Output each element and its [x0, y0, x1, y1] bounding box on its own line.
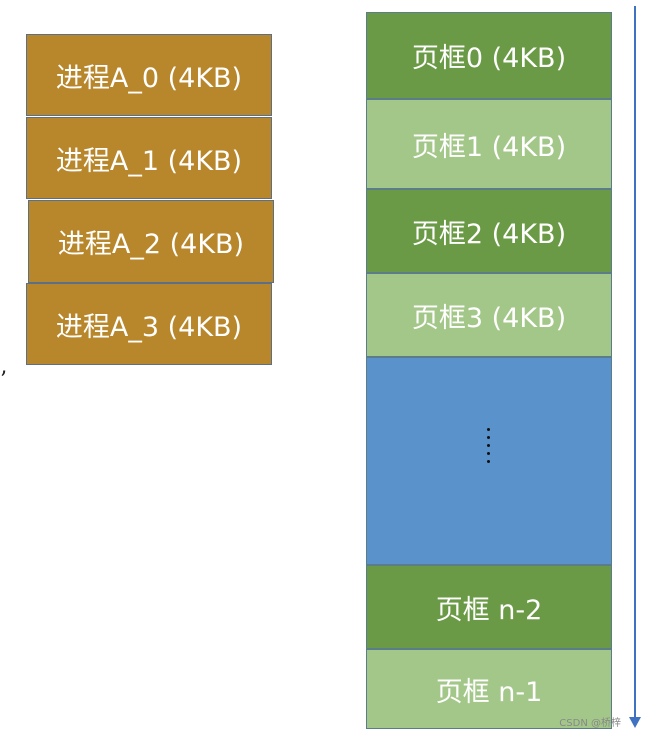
frame-n-1: 页框 n-1 [366, 649, 612, 729]
frame-label: 页框 n-2 [435, 594, 543, 626]
watermark: CSDN @桥梓 [559, 718, 621, 729]
frame-n-2: 页框 n-2 [366, 565, 612, 649]
vertical-ellipsis-icon [487, 428, 491, 468]
arrow-down-icon [629, 717, 641, 728]
process-page-label: 进程A_1 (4KB) [55, 145, 243, 177]
frame-2: 页框2 (4KB) [366, 189, 612, 273]
frame-gap-ellipsis [366, 357, 612, 565]
frame-0: 页框0 (4KB) [366, 12, 612, 99]
process-page-label: 进程A_0 (4KB) [55, 62, 243, 94]
process-page-0: 进程A_0 (4KB) [26, 34, 272, 116]
frame-label: 页框 n-1 [435, 676, 543, 708]
frame-label: 页框1 (4KB) [411, 131, 567, 163]
process-page-label: 进程A_2 (4KB) [57, 229, 245, 260]
process-page-1: 进程A_1 (4KB) [26, 117, 272, 199]
frame-1: 页框1 (4KB) [366, 99, 612, 189]
process-page-2: 进程A_2 (4KB) [28, 200, 274, 283]
frame-label: 页框0 (4KB) [411, 43, 567, 74]
process-page-label: 进程A_3 (4KB) [55, 311, 243, 343]
frame-label: 页框3 (4KB) [411, 302, 567, 334]
address-arrow-line [634, 6, 636, 720]
frame-label: 页框2 (4KB) [411, 218, 567, 250]
stray-mark: ’ [0, 368, 7, 393]
frame-3: 页框3 (4KB) [366, 273, 612, 357]
process-page-3: 进程A_3 (4KB) [26, 283, 272, 365]
